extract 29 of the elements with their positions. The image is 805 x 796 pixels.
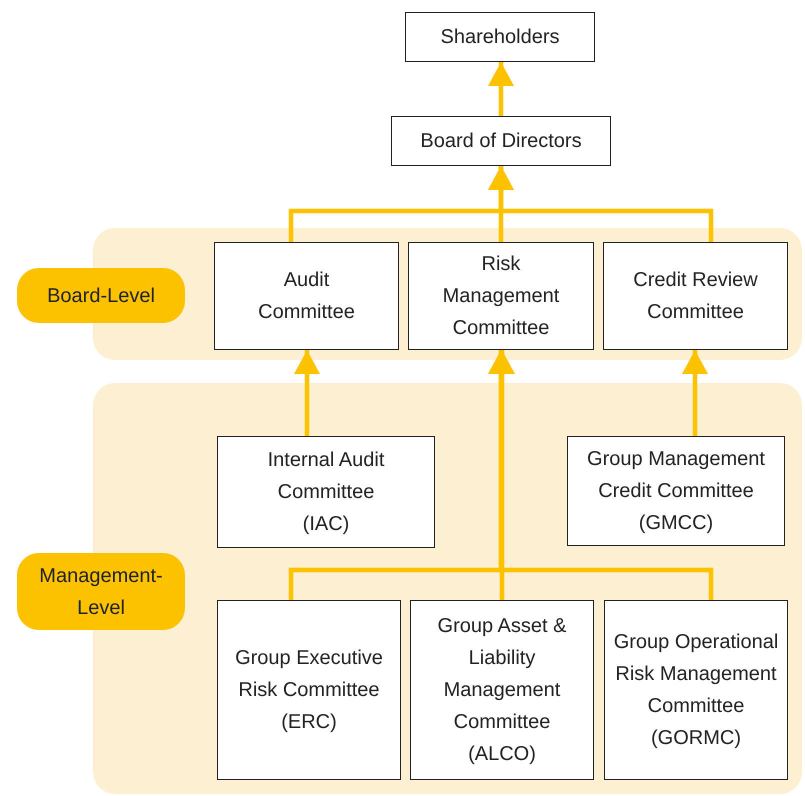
arrow: [488, 166, 714, 242]
committee-box: [604, 600, 788, 780]
arrow: [488, 62, 514, 116]
arrow: [682, 350, 708, 436]
arrow: [488, 350, 714, 600]
level-label: [17, 268, 185, 323]
committee-box: [391, 116, 611, 166]
node-text: Shareholders: [440, 25, 560, 50]
committee-box: [214, 242, 399, 350]
node-text: Management-Level: [38, 564, 164, 620]
node-text: Board-Level: [47, 284, 155, 308]
level-label: [17, 553, 185, 630]
node-text: Internal Audit Committee (IAC): [266, 448, 386, 537]
node-text: Group Management Credit Committee (GMCC): [586, 447, 766, 536]
node-text: Group Executive Risk Committee (ERC): [234, 646, 384, 735]
node-text: Risk Management Committee: [442, 252, 560, 341]
committee-box: [603, 242, 788, 350]
committee-box: [217, 600, 401, 780]
node-text: Credit Review Committee: [632, 268, 759, 325]
committee-box: [405, 12, 595, 62]
committee-box: [567, 436, 785, 546]
node-text: Board of Directors: [420, 129, 582, 154]
node-text: Audit Committee: [257, 268, 356, 325]
committee-box: [410, 600, 594, 780]
arrow: [294, 350, 320, 436]
committee-box: [217, 436, 435, 548]
node-text: Group Asset & Liability Management Committee (ALCO): [437, 614, 567, 767]
node-text: Group Operational Risk Management Committee (GORMC): [613, 630, 779, 751]
committee-box: [408, 242, 594, 350]
